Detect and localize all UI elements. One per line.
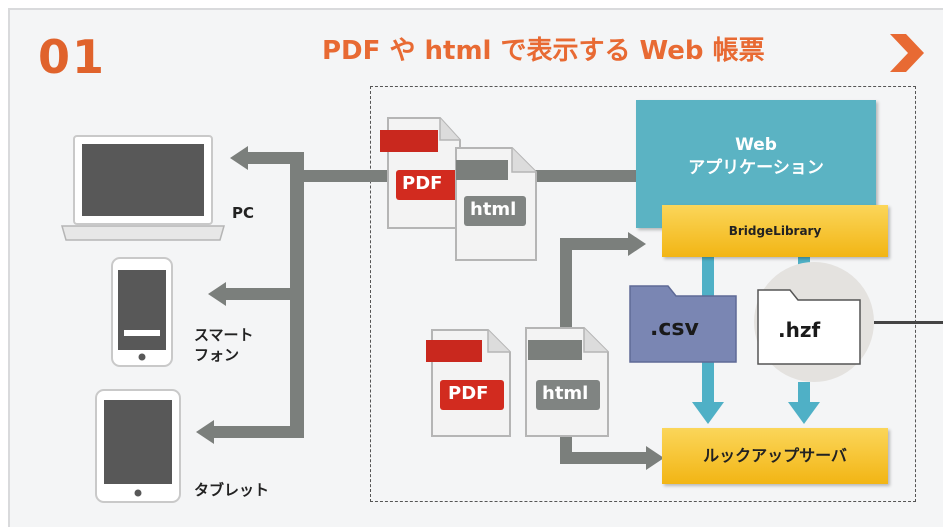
server-boundary xyxy=(370,86,916,502)
arrow-to-smartphone xyxy=(208,282,226,306)
webapp-label-line1: Web xyxy=(735,135,777,155)
arrow-hzf-down xyxy=(788,402,820,424)
hzf-label: .hzf xyxy=(778,318,821,342)
tablet-icon xyxy=(95,389,181,503)
webapp-label-line2: アプリケーション xyxy=(688,158,824,178)
tablet-label: タブレット xyxy=(194,481,270,499)
html-label-bottom: html xyxy=(542,383,589,404)
chevron-right-icon xyxy=(890,34,924,72)
csv-label: .csv xyxy=(650,316,699,341)
arrow-csv-down xyxy=(692,402,724,424)
arrow-to-bridge xyxy=(628,232,646,256)
pdf-document-bottom xyxy=(426,329,511,437)
pdf-label-bottom: PDF xyxy=(448,383,489,404)
pdf-document-top xyxy=(380,117,461,229)
html-document-bottom xyxy=(525,327,609,437)
smartphone-icon xyxy=(111,257,173,367)
hzf-folder-icon xyxy=(757,289,861,365)
html-document-top xyxy=(455,147,537,261)
arrow-to-tablet xyxy=(196,420,214,444)
arrow-to-lookup xyxy=(646,446,664,470)
csv-folder-icon xyxy=(629,285,737,363)
pdf-label-top: PDF xyxy=(402,173,443,194)
smartphone-label-line1: スマート xyxy=(194,326,254,344)
bridge-library-box: BridgeLibrary xyxy=(662,205,888,257)
pc-label: PC xyxy=(232,204,255,222)
smartphone-label-line2: フォン xyxy=(194,346,240,364)
arrow-to-pc xyxy=(230,146,248,170)
html-label-top: html xyxy=(470,199,517,220)
section-number: 01 xyxy=(38,30,107,84)
laptop-icon xyxy=(61,135,225,241)
lookup-server-box: ルックアップサーバ xyxy=(662,428,888,484)
page-title: PDF や html で表示する Web 帳票 xyxy=(322,36,765,66)
